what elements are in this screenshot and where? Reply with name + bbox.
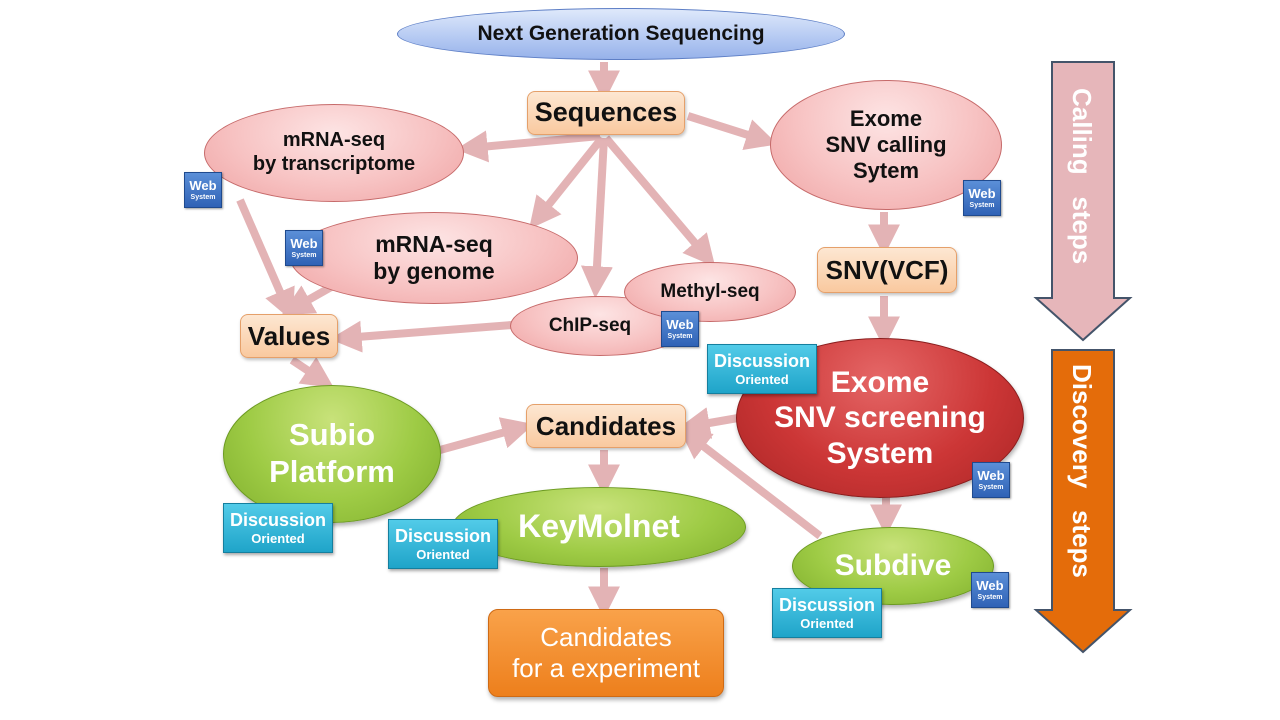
discussion-badge-line1: Discussion (394, 525, 492, 546)
mrna-genome-line1: mRNA-seq (375, 230, 493, 257)
exome-calling-line3: Sytem (852, 157, 920, 183)
keymolnet-node: KeyMolnet (452, 487, 746, 567)
exome-screening-line1: Exome (830, 365, 930, 399)
web-badge-line2: System (977, 594, 1003, 601)
values-label: Values (247, 320, 331, 351)
connector-values-to-subio (289, 356, 334, 388)
sequences-node: Sequences (527, 91, 685, 135)
keymolnet-label: KeyMolnet (518, 508, 680, 545)
exome-calling-line2: SNV calling (825, 132, 947, 158)
calling-steps-arrow (1033, 61, 1133, 342)
mrna-seq-transcriptome-node: mRNA-seq by transcriptome (204, 104, 464, 202)
web-badge-line1: Web (189, 178, 217, 193)
methyl-seq-label: Methyl-seq (660, 280, 760, 302)
mrna-genome-line2: by genome (373, 258, 495, 284)
snv-vcf-label: SNV(VCF) (825, 254, 949, 285)
exome-calling-line1: Exome (849, 106, 923, 132)
candidates-for-experiment-node: Candidates for a experiment (488, 609, 724, 697)
web-badge-line1: Web (290, 236, 318, 251)
discussion-badge-line2: Oriented (735, 371, 789, 387)
ngs-label: Next Generation Sequencing (477, 21, 765, 45)
mrna-seq-genome-node: mRNA-seq by genome (290, 212, 578, 304)
web-badge-line1: Web (976, 578, 1004, 593)
web-badge-line1: Web (968, 186, 996, 201)
calling-steps-label: Calling steps (1067, 88, 1097, 265)
web-badge-line2: System (978, 484, 1004, 491)
web-badge-line1: Web (666, 317, 694, 332)
connector-sequences-to-chip_seq (580, 137, 613, 299)
web-badge-line1: Web (977, 468, 1005, 483)
connector-subdive-to-candidates (678, 427, 823, 540)
discussion-badge-line2: Oriented (416, 546, 470, 562)
methyl-seq-node: Methyl-seq (624, 262, 796, 322)
mrna-transcriptome-line1: mRNA-seq (282, 129, 386, 152)
subio-line2: Platform (269, 454, 395, 489)
subdive-label: Subdive (834, 549, 952, 583)
subio-line1: Subio (288, 417, 376, 453)
discussion-badge-line2: Oriented (251, 530, 305, 546)
candidates-node: Candidates (526, 404, 686, 448)
connector-mrna_transcriptome-to-values (236, 198, 295, 322)
exome-snv-screening-node: Exome SNV screening System (736, 338, 1024, 498)
sequences-label: Sequences (534, 97, 678, 128)
exome-screening-line2: SNV screening (774, 401, 986, 435)
web-badge-line2: System (190, 194, 216, 201)
discussion-badge-line1: Discussion (229, 509, 327, 530)
mrna-transcriptome-line2: by transcriptome (252, 153, 416, 175)
chip-seq-label: ChIP-seq (548, 314, 632, 336)
web-badge-line2: System (667, 333, 693, 340)
candidates-experiment-line2: for a experiment (512, 653, 700, 683)
snv-vcf-node: SNV(VCF) (817, 247, 957, 293)
web-badge-line2: System (969, 202, 995, 209)
connector-sequences-to-exome_calling (686, 112, 778, 150)
candidates-experiment-line1: Candidates (540, 622, 672, 653)
discovery-steps-label: Discovery steps (1067, 364, 1097, 578)
discussion-badge-line1: Discussion (778, 594, 876, 615)
candidates-label: Candidates (535, 410, 677, 441)
discussion-badge-line2: Oriented (800, 615, 854, 631)
connector-sequences-to-methyl_seq (602, 135, 716, 267)
connector-exome_screening-to-candidates (677, 407, 739, 439)
exome-screening-line3: System (826, 436, 934, 470)
discussion-badge-line1: Discussion (713, 350, 811, 371)
subio-platform-node: Subio Platform (223, 385, 441, 523)
connector-chip_seq-to-values (329, 320, 513, 353)
connector-subio-to-candidates (438, 417, 534, 454)
connector-sequences-to-mrna_transcriptome (455, 130, 601, 163)
connector-sequences-to-mrna_genome (529, 135, 606, 230)
next-generation-sequencing-node: Next Generation Sequencing (397, 8, 845, 60)
web-badge-line2: System (291, 252, 317, 259)
values-node: Values (240, 314, 338, 358)
discovery-steps-arrow (1033, 349, 1133, 654)
